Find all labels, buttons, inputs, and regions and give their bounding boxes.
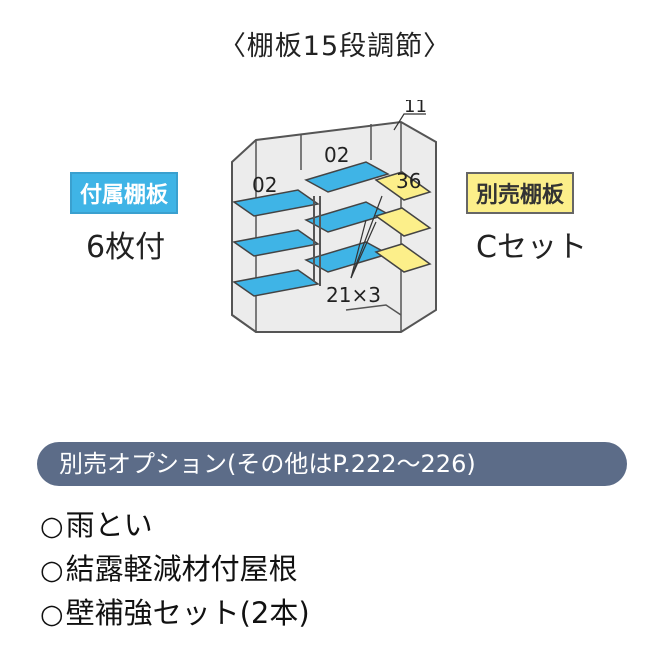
option-item: ○結露軽減材付屋根 — [40, 546, 298, 588]
optional-shelf-tag: 別売棚板 — [466, 172, 575, 214]
label-02-left: 02 — [252, 173, 277, 197]
option-item: ○壁補強セット(2本) — [40, 590, 310, 632]
page-title: 〈棚板15段調節〉 — [218, 31, 452, 62]
included-shelf-count: 6枚付 — [86, 230, 166, 265]
option-label: 結露軽減材付屋根 — [65, 552, 298, 586]
leader-lines — [350, 113, 426, 279]
options-header: 別売オプション(その他はP.222〜226) — [37, 442, 627, 486]
option-label: 雨とい — [65, 508, 153, 542]
included-shelves-left — [232, 189, 320, 297]
option-item: ○雨とい — [40, 502, 153, 544]
label-11: 11 — [404, 100, 427, 117]
circle-marker-icon: ○ — [40, 599, 64, 630]
label-21x3: 21×3 — [326, 283, 381, 307]
circle-marker-icon: ○ — [40, 511, 64, 542]
option-label: 壁補強セット(2本) — [65, 596, 310, 630]
shelf-posts — [313, 196, 321, 286]
included-shelf-tag: 付属棚板 — [70, 172, 179, 214]
label-02-right: 02 — [324, 143, 349, 167]
optional-shelf-set: Cセット — [476, 230, 587, 265]
label-36: 36 — [396, 169, 421, 193]
shed-shelf-diagram: 11 02 02 36 21×3 — [231, 100, 437, 333]
circle-marker-icon: ○ — [40, 555, 64, 586]
optional-shelves — [374, 171, 432, 273]
